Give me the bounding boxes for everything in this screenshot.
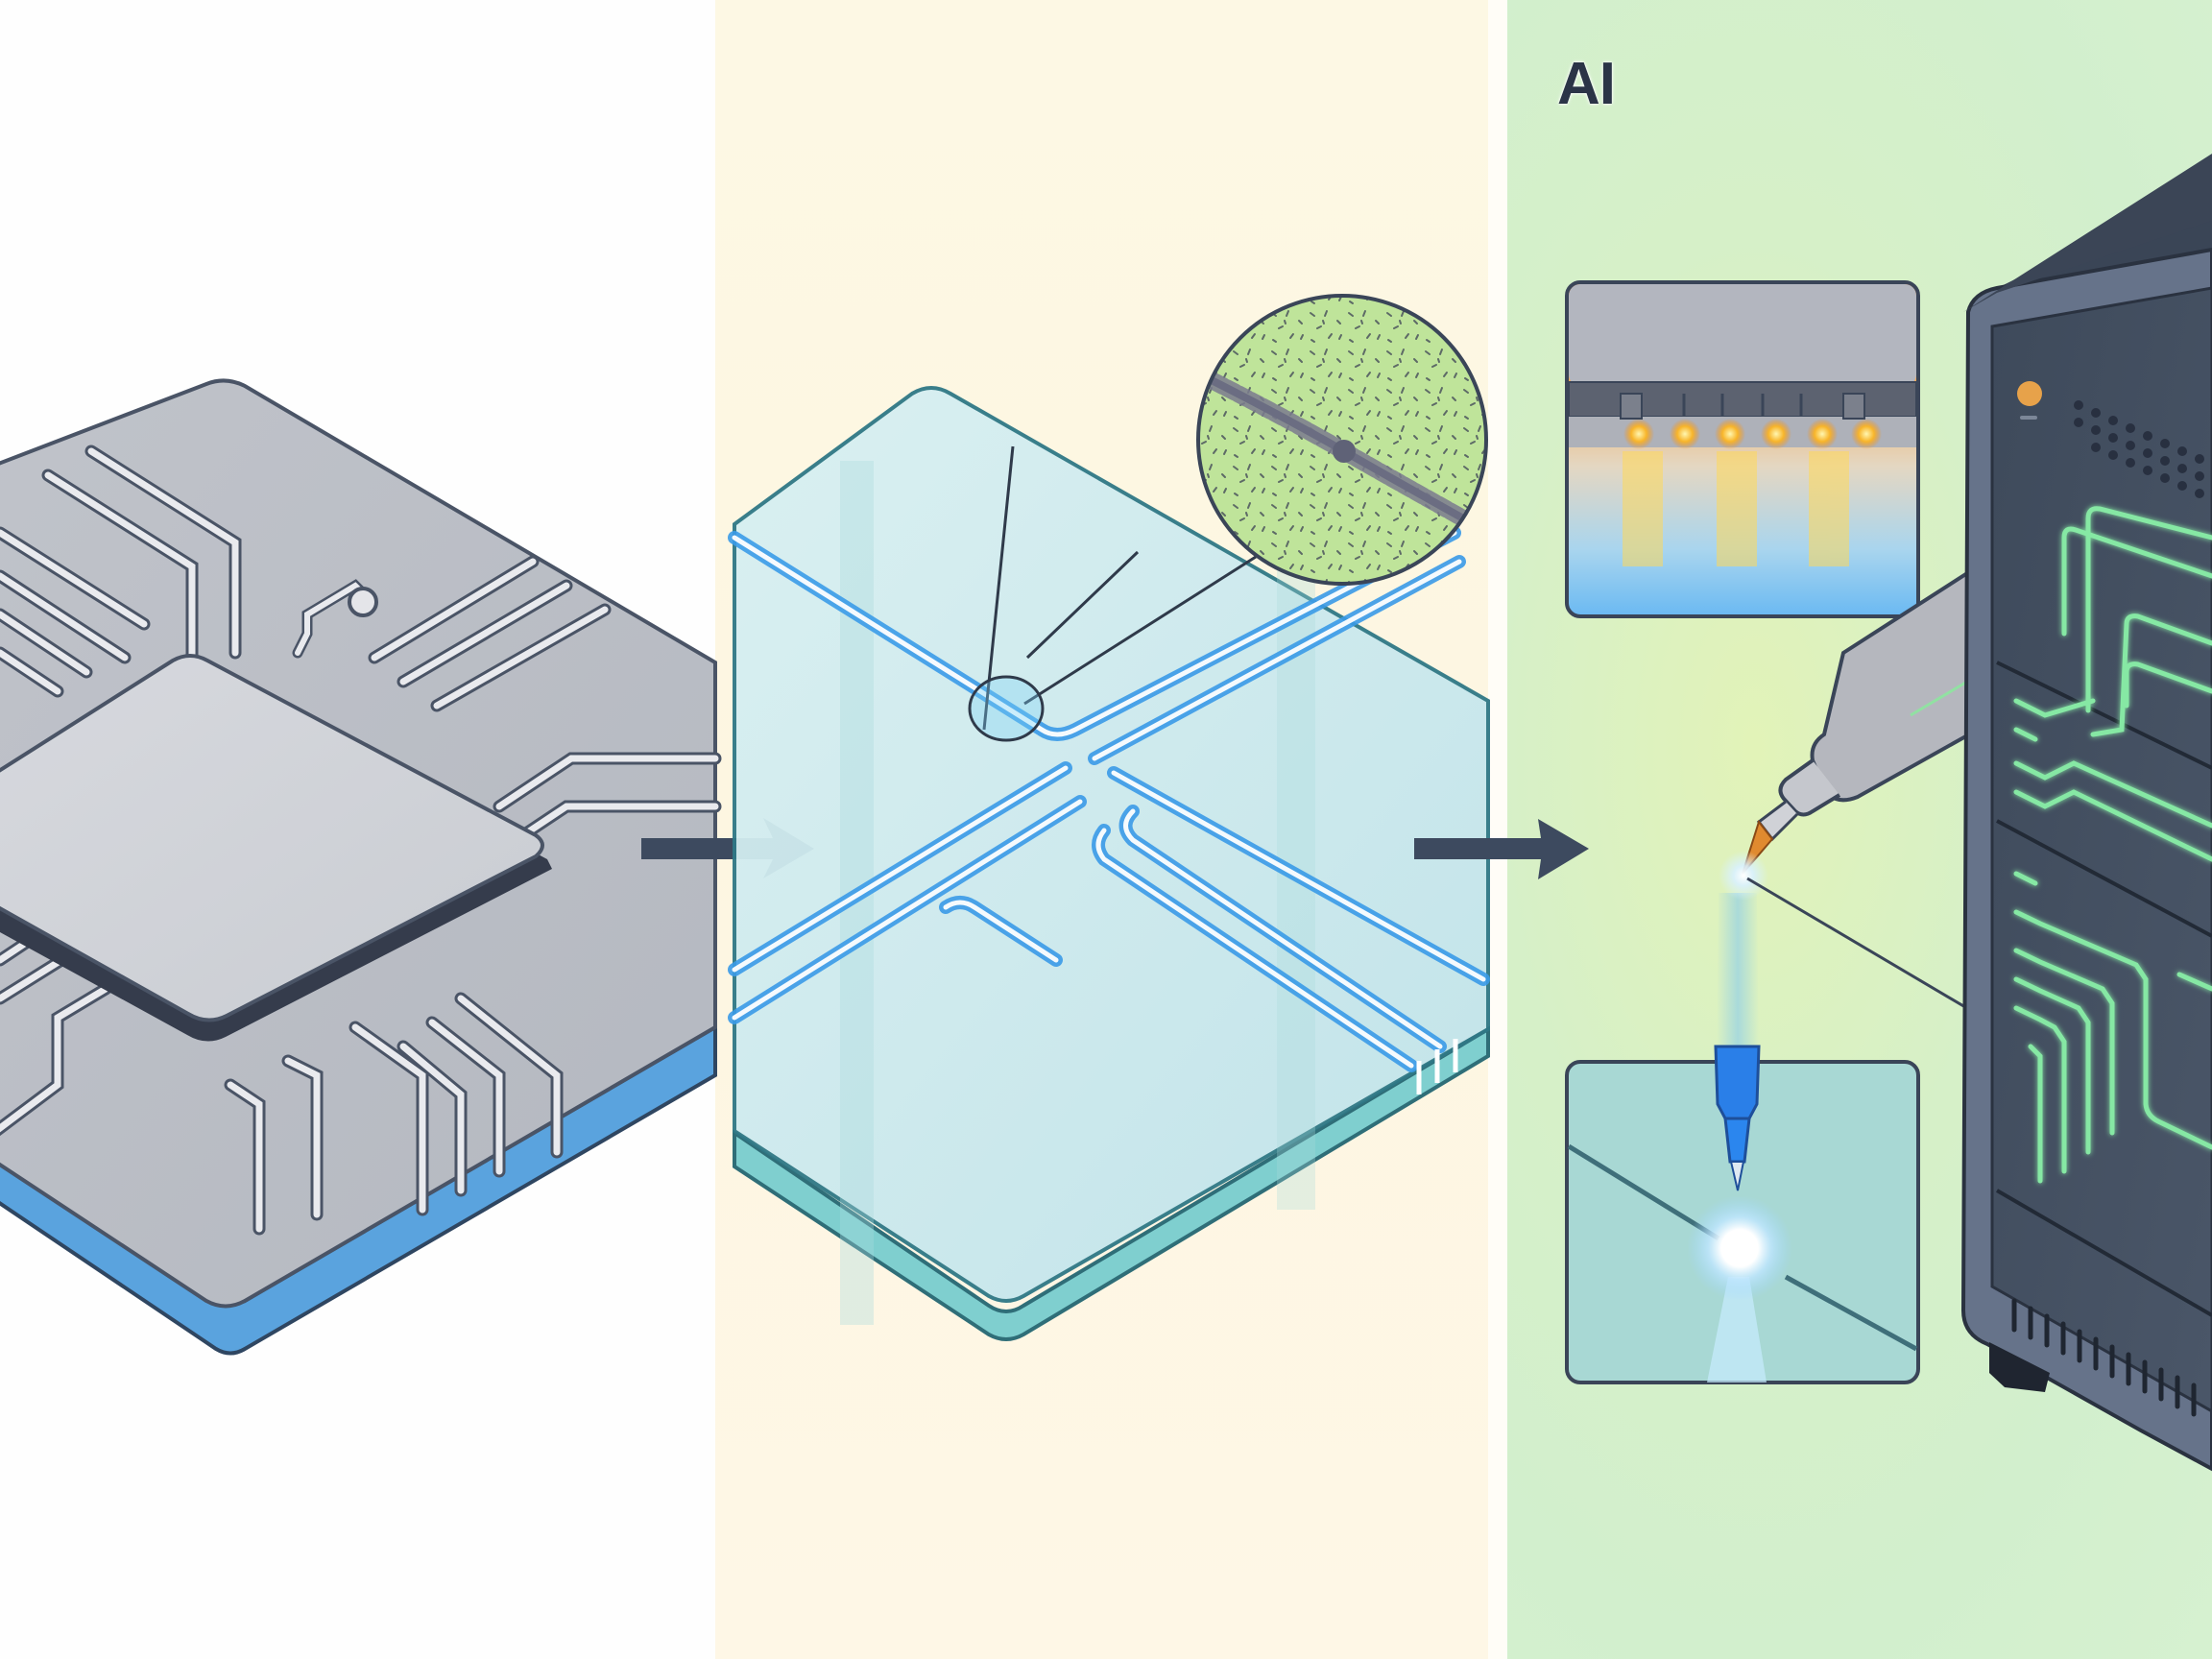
server-rack: [1960, 154, 2212, 1472]
chip-die: [0, 654, 544, 1022]
circuit-traces: [0, 445, 722, 1236]
glowing-circuit-traces: [2013, 506, 2212, 1184]
vent-grille: [2074, 400, 2204, 498]
ai-label: AI: [1557, 51, 1616, 117]
laser-spot-glow: [1687, 1195, 1792, 1301]
server-foot: [1989, 1342, 2050, 1392]
defect-highlight-ring: [968, 675, 1045, 742]
laser-nozzle: [1714, 1045, 1761, 1191]
glass-substrate-illustration: [728, 294, 1490, 1341]
thermal-led-inset: [1565, 280, 1920, 618]
arrow-right-icon: [1414, 819, 1589, 879]
server-top: [1963, 154, 2212, 312]
magnifier-leader: [982, 445, 1257, 731]
channel-outlets: [1416, 1039, 1458, 1094]
probe-tool: [1719, 563, 1980, 901]
chip-substrate-illustration: [0, 378, 722, 1356]
rack-dividers: [1995, 661, 2212, 1317]
magnifier-closeup: [1196, 294, 1488, 586]
bottom-vents: [2011, 1298, 2197, 1417]
panel-divider: [1488, 0, 1507, 1659]
led-row: [1623, 419, 1882, 449]
glass-channels: [728, 526, 1490, 1072]
solder-pad: [348, 587, 378, 617]
glass-edge: [733, 1025, 1490, 1341]
laser-beam: [1717, 893, 1759, 1066]
process-arrow-2: [1414, 819, 1589, 879]
power-led: [2017, 381, 2042, 406]
